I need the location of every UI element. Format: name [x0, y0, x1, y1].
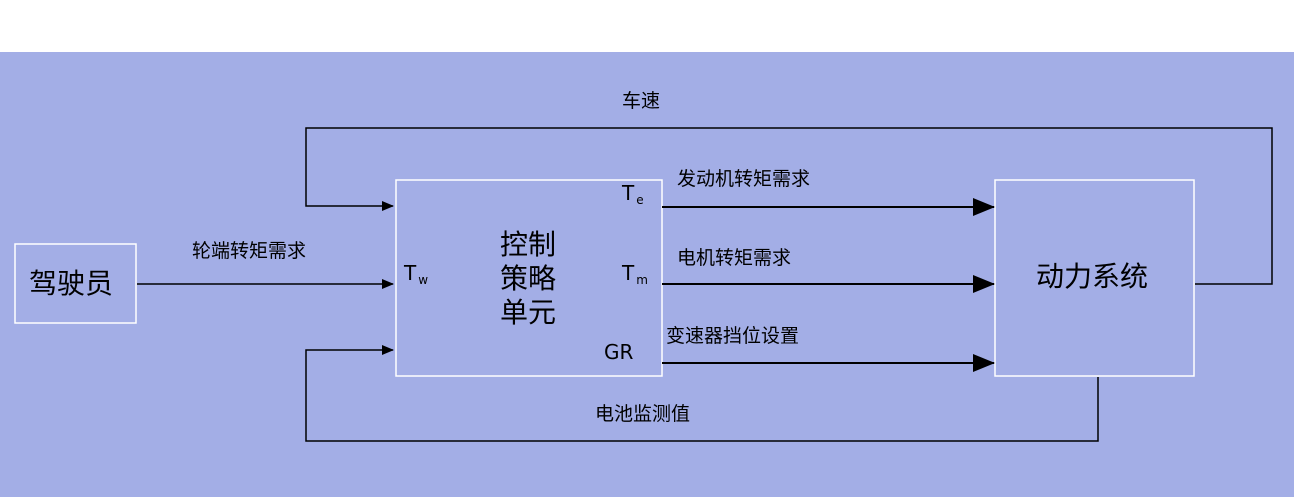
battery-monitor-label: 电池监测值	[595, 403, 691, 425]
port-tw-main: T	[404, 261, 417, 285]
vehicle-speed-feedback-arrow	[305, 127, 1273, 285]
port-gr-label: GR	[604, 340, 634, 364]
control-unit-label-line-3: 单元	[500, 296, 557, 329]
power-system-label: 动力系统	[1036, 260, 1149, 293]
control-unit-box	[395, 179, 663, 377]
gear-setting-label: 变速器挡位设置	[666, 325, 800, 347]
battery-monitor-feedback-arrow	[305, 345, 1099, 442]
driver-box	[14, 243, 137, 324]
motor-torque-demand-label: 电机转矩需求	[677, 247, 792, 269]
control-unit-label-line-2: 策略	[500, 262, 557, 295]
wheel-torque-demand-label: 轮端转矩需求	[192, 240, 307, 262]
port-te-sub: e	[636, 193, 644, 207]
power-system-box	[994, 179, 1195, 377]
port-te-main: T	[622, 181, 635, 205]
driver-label: 驾驶员	[29, 267, 114, 300]
engine-torque-demand-label: 发动机转矩需求	[677, 168, 811, 190]
control-unit-label: 控制 策略 单元	[500, 228, 556, 330]
port-tm-sub: m	[636, 273, 648, 287]
control-unit-label-line-1: 控制	[500, 228, 557, 261]
port-tw-sub: w	[418, 273, 429, 287]
vehicle-speed-label: 车速	[622, 90, 661, 112]
port-tm-main: T	[622, 261, 635, 285]
